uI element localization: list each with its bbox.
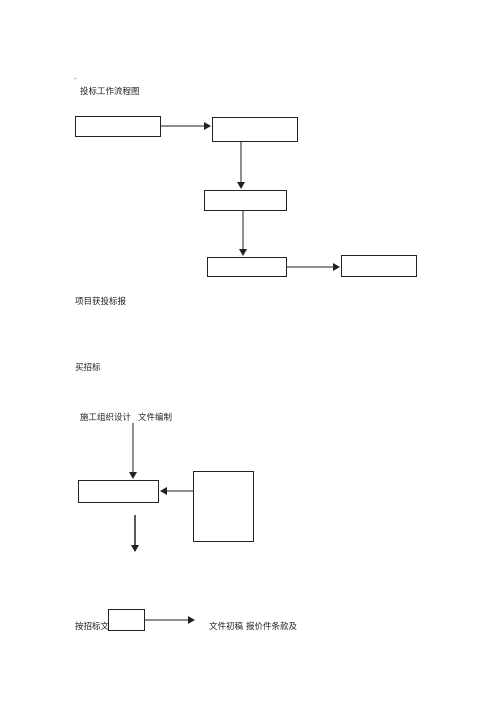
page-title: 投标工作流程图 — [80, 87, 140, 97]
flow-box-bottom-left — [78, 480, 159, 503]
flow-box-start — [75, 116, 161, 137]
flow-box-side — [341, 255, 417, 277]
label-quote: 报价件条款及 — [246, 622, 298, 632]
label-doc-prep: 文件编制 — [138, 413, 173, 423]
flow-box-top-right — [212, 117, 298, 142]
flow-box-bottom-small — [108, 609, 145, 631]
header-mark: · — [74, 75, 77, 83]
label-bid-doc: 按招标文 — [75, 622, 110, 632]
flow-box-middle — [204, 190, 287, 211]
flow-box-tall — [193, 471, 254, 542]
label-construction: 施工组织设计 — [80, 413, 132, 423]
label-project-info: 项目获投标报 — [75, 297, 127, 307]
flow-box-lower — [207, 257, 287, 277]
label-buy-tender: 买招标 — [75, 363, 101, 373]
label-draft: 文件初稿 — [209, 622, 244, 632]
